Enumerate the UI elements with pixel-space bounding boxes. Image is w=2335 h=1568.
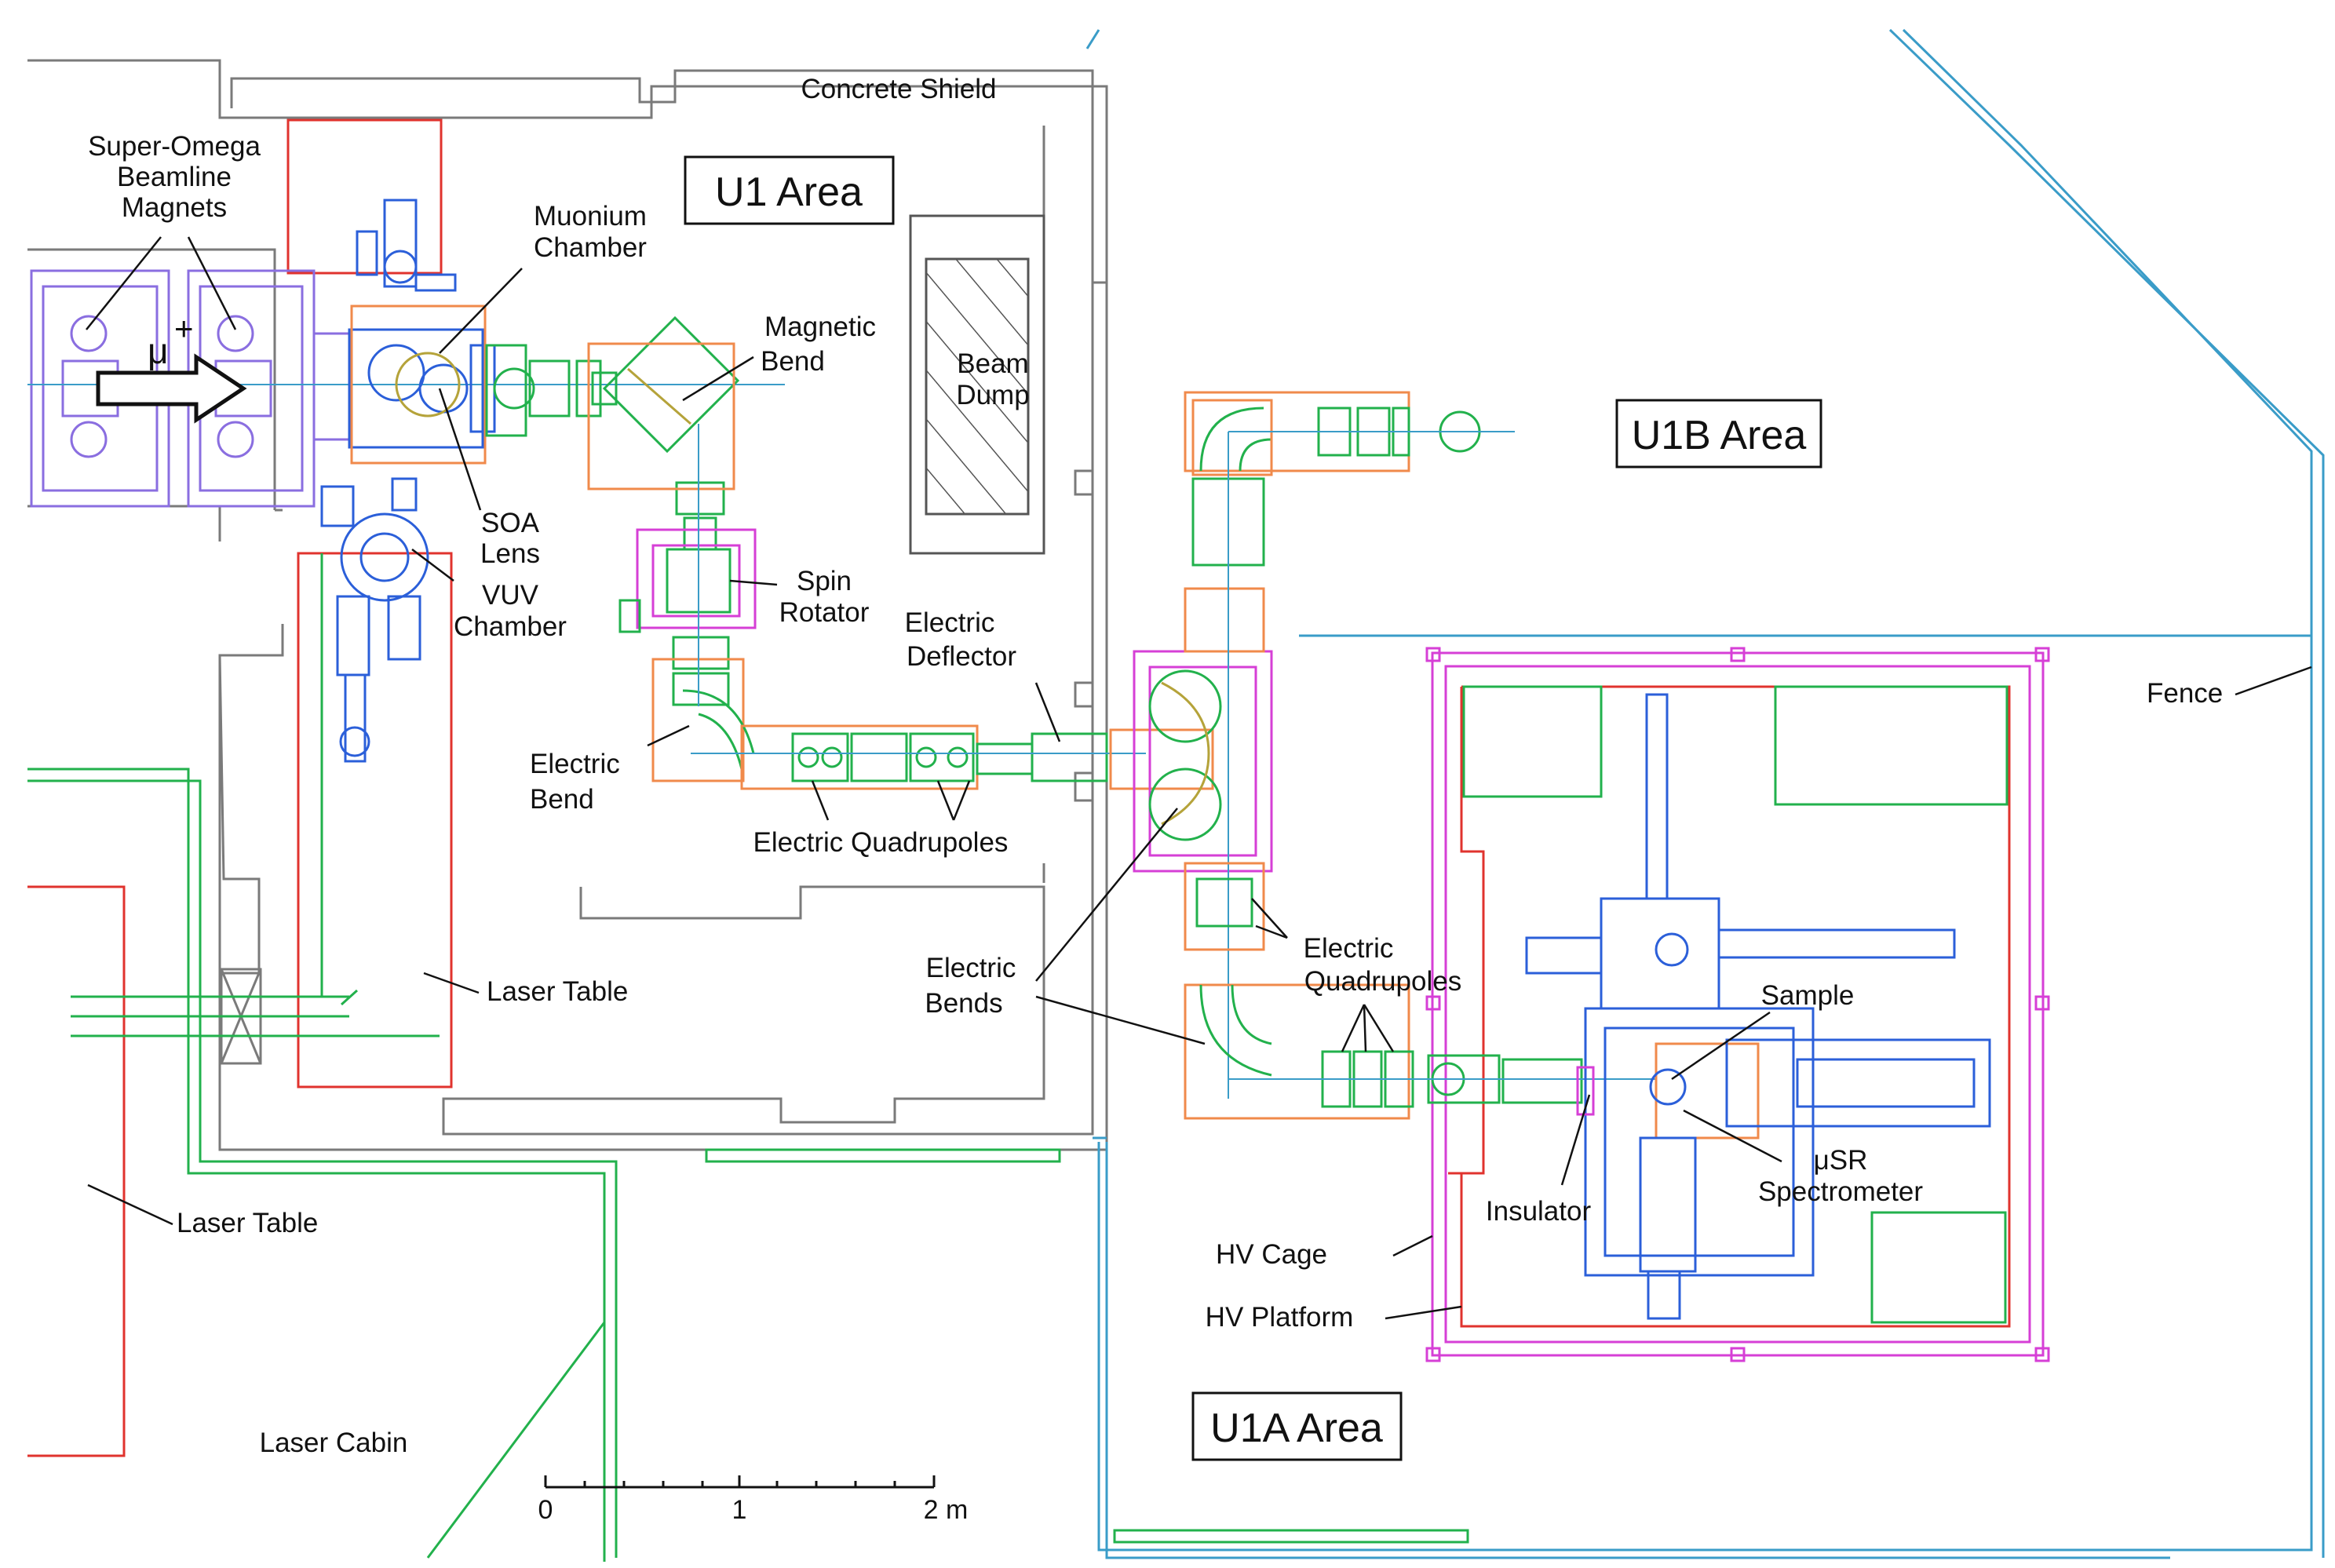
label-electric-bend-1: Electric	[530, 749, 620, 779]
label-electric-bend-2: Bend	[530, 784, 594, 815]
label-magnetic-bend: Bend	[761, 346, 825, 377]
scale-tick-2m: 2 m	[924, 1495, 969, 1525]
label-musr-spectrometer: Spectrometer	[1758, 1176, 1923, 1207]
soa-lens	[350, 304, 487, 465]
area-label-u1a: U1A Area	[1210, 1406, 1383, 1451]
vuv-chamber	[320, 477, 429, 763]
label-magnets: Magnets	[122, 192, 227, 223]
label-beam: Beam	[957, 348, 1028, 379]
label-electric-deflector-1: Electric	[905, 607, 995, 638]
label-beam-dump: Dump	[956, 380, 1029, 410]
label-concrete-shield: Concrete Shield	[801, 74, 996, 104]
u1b-area-box	[1615, 399, 1822, 469]
label-super-omega: Super-Omega	[88, 131, 261, 162]
laser-cabin-walls	[27, 553, 1469, 1562]
label-insulator: Insulator	[1486, 1196, 1592, 1227]
beamline-u1-green	[485, 315, 740, 706]
scale-tick-0: 0	[538, 1495, 553, 1525]
label-electric-bends-1: Electric	[926, 953, 1016, 983]
concrete-shield-walls	[27, 59, 1108, 1151]
u1-area-box	[684, 155, 895, 225]
label-electric-quadrupoles-b-1: Electric	[1304, 933, 1394, 964]
musr-spectrometer	[1525, 693, 1991, 1320]
hv-cage-outline	[1425, 647, 2050, 1362]
label-spin: Spin	[797, 566, 852, 596]
label-soa-lens: Lens	[480, 538, 540, 569]
electric-deflector	[1109, 650, 1273, 873]
label-beamline: Beamline	[117, 162, 232, 192]
label-fence: Fence	[2147, 678, 2223, 709]
hv-platform-green-boxes	[1462, 685, 2008, 1324]
label-magnetic: Magnetic	[764, 312, 876, 342]
label-vuv: VUV	[482, 580, 539, 611]
label-hv-platform: HV Platform	[1206, 1302, 1354, 1333]
label-muonium: Muonium	[534, 201, 647, 232]
label-vuv-chamber: Chamber	[454, 611, 567, 642]
label-electric-quadrupoles-b-2: Quadrupoles	[1304, 966, 1461, 997]
electric-quadrupoles-u1	[740, 724, 1108, 790]
scale-tick-1: 1	[732, 1495, 747, 1525]
label-electric-bends-2: Bends	[925, 988, 1002, 1019]
label-laser-table-1: Laser Table	[487, 976, 628, 1007]
label-electric-deflector-2: Deflector	[907, 641, 1016, 672]
area-label-u1: U1 Area	[715, 170, 863, 215]
label-electric-quadrupoles-u1: Electric Quadrupoles	[753, 827, 1009, 858]
area-label-u1b: U1B Area	[1632, 413, 1807, 458]
insulator-block	[1576, 1066, 1595, 1116]
magnetic-bend-frame	[587, 342, 735, 490]
label-sample: Sample	[1761, 980, 1855, 1011]
label-hv-cage: HV Cage	[1216, 1239, 1327, 1270]
fence-outline	[1085, 28, 2325, 1559]
label-spin-rotator: Rotator	[779, 597, 870, 628]
label-muon-charge: +	[174, 310, 194, 347]
leader-lines	[86, 236, 2312, 1320]
label-muon-symbol: μ	[148, 330, 169, 371]
electric-bend-u1	[651, 658, 755, 782]
scale-bar	[544, 1475, 936, 1489]
u1a-area-box	[1191, 1391, 1403, 1461]
label-musr: μSR	[1814, 1145, 1868, 1176]
label-soa: SOA	[481, 508, 540, 538]
label-laser-cabin: Laser Cabin	[260, 1428, 408, 1458]
beam-dump	[909, 214, 1045, 555]
muonium-chamber	[348, 199, 496, 449]
label-muonium-chamber: Chamber	[534, 232, 647, 263]
label-laser-table-2: Laser Table	[177, 1208, 318, 1238]
muon-beam-arrow-icon	[96, 353, 247, 424]
